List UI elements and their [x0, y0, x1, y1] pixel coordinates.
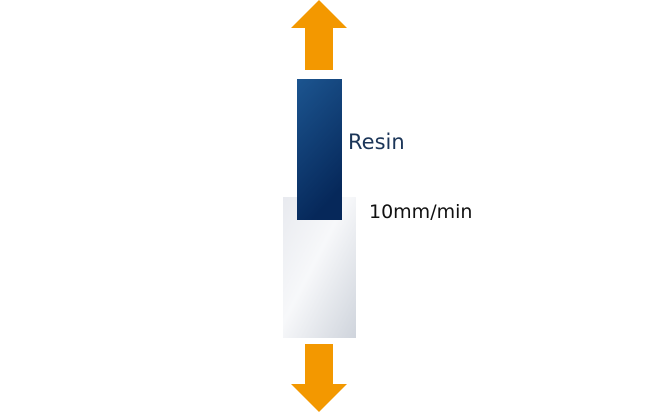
- arrow-down-icon: [291, 344, 347, 412]
- arrow-up-icon: [291, 0, 347, 70]
- speed-label: 10mm/min: [369, 201, 472, 223]
- resin-bar: [297, 79, 342, 220]
- substrate-block: [283, 197, 356, 338]
- resin-label: Resin: [348, 130, 405, 154]
